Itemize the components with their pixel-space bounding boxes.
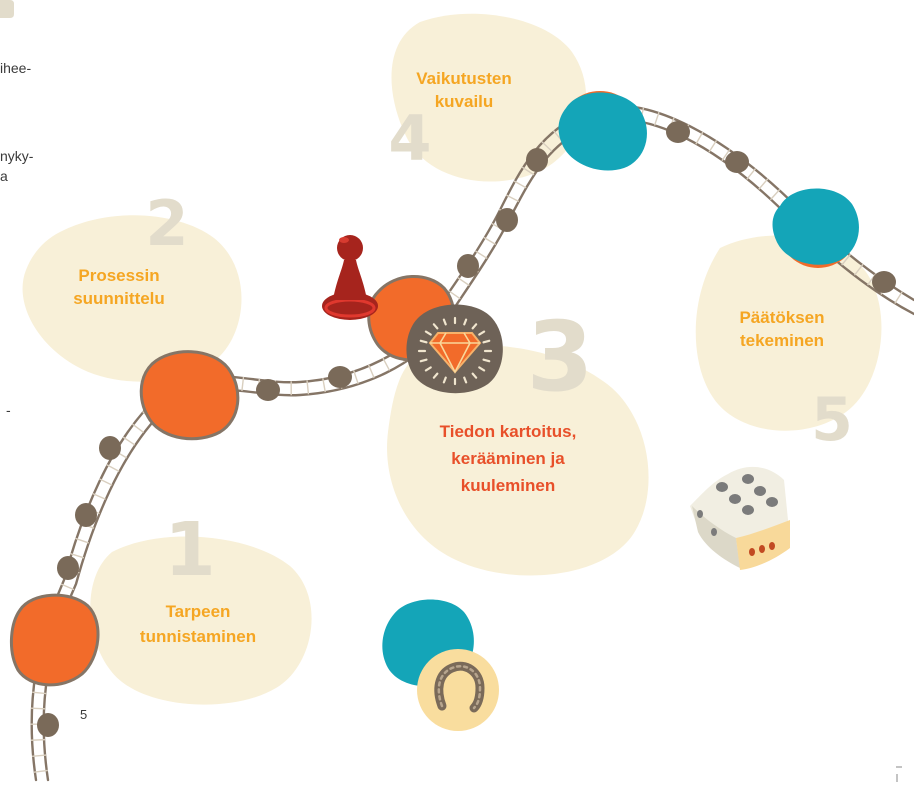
badge-ray — [482, 339, 491, 344]
track-tie — [92, 492, 106, 500]
pawn-icon — [322, 235, 378, 320]
stone — [496, 208, 518, 232]
badge-ray — [463, 318, 468, 326]
badge-ray — [463, 376, 468, 384]
track-tie — [721, 148, 731, 162]
badge-ray — [478, 366, 486, 372]
track-tie — [506, 194, 520, 203]
diamond-badge-icon — [406, 304, 503, 394]
track-tie — [106, 464, 120, 472]
badge-ray — [471, 323, 478, 330]
stone — [75, 503, 97, 527]
step-blobs — [22, 13, 882, 705]
blob-step-5 — [695, 235, 882, 431]
track-tie — [653, 111, 660, 126]
track-tie — [853, 263, 864, 276]
stone — [666, 121, 690, 143]
track-tie — [31, 738, 46, 741]
dice-icon — [690, 466, 790, 570]
numeral-1: 1 — [164, 507, 216, 593]
stone — [457, 254, 479, 278]
track-tie — [483, 236, 497, 246]
track-tie — [306, 380, 310, 395]
track-tie — [60, 583, 75, 591]
stone — [725, 151, 749, 173]
side-text-2: nyky- — [0, 148, 34, 164]
side-text-3: a — [0, 168, 8, 184]
badge-ray — [471, 372, 478, 379]
track-tie — [513, 180, 527, 189]
track-tie — [521, 166, 535, 176]
track-tie — [475, 250, 488, 260]
track-tie — [33, 769, 48, 773]
track-tie — [367, 364, 375, 379]
numeral-3: 3 — [527, 301, 594, 413]
track-tie — [241, 377, 245, 392]
blob-step-1 — [90, 536, 312, 705]
track-tie — [32, 754, 47, 757]
blob-step-4 — [391, 13, 587, 182]
track-tie — [708, 139, 718, 153]
track-tie — [758, 178, 769, 190]
stone — [99, 436, 121, 460]
corner-mark — [0, 0, 14, 18]
badge-ray — [482, 358, 491, 363]
side-text-dash: - — [6, 402, 11, 418]
space-orange-1 — [9, 593, 100, 687]
stone — [256, 379, 280, 401]
badge-ray — [442, 376, 447, 384]
stone — [57, 556, 79, 580]
stone — [37, 713, 59, 737]
track-tie — [841, 253, 852, 266]
track-tie — [382, 357, 391, 371]
track-tie — [99, 478, 113, 486]
track-tie — [322, 378, 326, 393]
horseshoe-icon — [382, 599, 499, 731]
badge-ray — [442, 318, 447, 326]
blob-step-3 — [387, 345, 649, 576]
track-tie — [457, 277, 470, 287]
badge-ray — [424, 330, 432, 336]
track-tie — [30, 707, 46, 710]
track-tie — [32, 691, 47, 695]
side-text-1: ihee- — [0, 60, 32, 76]
numeral-2: 2 — [145, 187, 188, 260]
track-tie — [769, 188, 781, 201]
badge-ray — [419, 358, 428, 363]
badge-ray — [432, 323, 439, 330]
track-tie — [122, 436, 136, 446]
track-tie — [353, 370, 359, 385]
numeral-5: 5 — [811, 385, 853, 455]
blob-step-2 — [22, 215, 242, 382]
stone — [328, 366, 352, 388]
track-tie — [746, 168, 757, 180]
track-tie — [894, 291, 903, 304]
track-tie — [448, 290, 461, 300]
numeral-4: 4 — [388, 102, 431, 175]
track-tie — [131, 423, 145, 434]
badge-ray — [424, 366, 432, 372]
badge-ray — [432, 372, 439, 379]
stone — [872, 271, 896, 293]
space-teal-4 — [558, 92, 647, 171]
track-tie — [695, 131, 704, 145]
stone — [526, 148, 548, 172]
space-orange-2 — [139, 350, 240, 441]
track-tie — [75, 537, 89, 544]
track-tie — [70, 553, 85, 559]
page-number: 5 — [80, 707, 88, 722]
badge-ray — [419, 339, 428, 344]
track-tie — [541, 141, 553, 152]
track-stones — [37, 121, 896, 737]
space-teal-5 — [772, 188, 859, 265]
badge-ray — [478, 330, 486, 336]
